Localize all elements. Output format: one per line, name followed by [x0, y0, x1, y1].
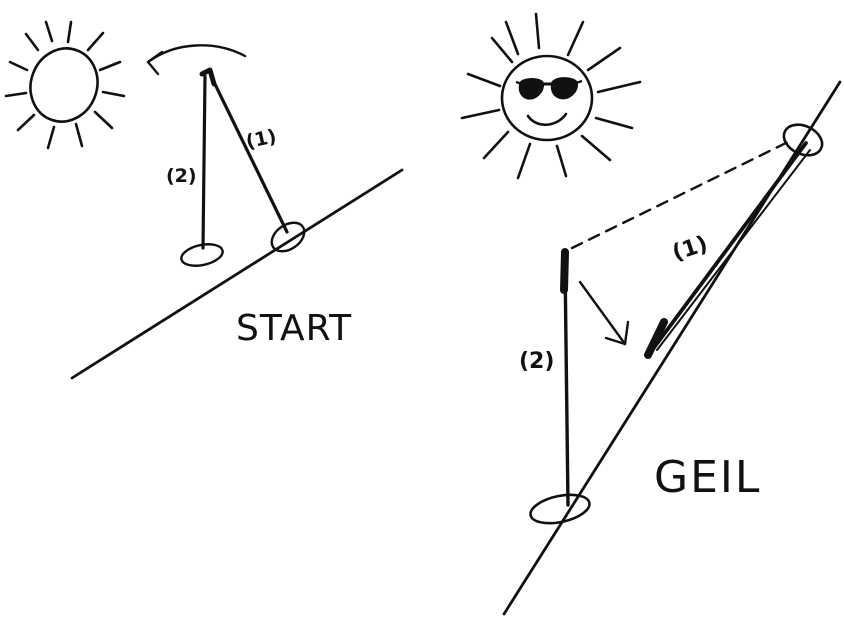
geil-slope-line [502, 80, 842, 616]
start-slope-line [70, 168, 404, 380]
start-foot-1 [270, 221, 306, 253]
start-caption: START [236, 308, 352, 349]
start-rod-1 [210, 76, 289, 234]
geil-rod-2-label: (2) [519, 349, 554, 374]
start-panel: (1) (2) START [4, 20, 404, 380]
start-rod-2-label: (2) [166, 165, 197, 187]
geil-panel: (1) (2) GEIL [460, 12, 842, 616]
geil-foot-2 [529, 493, 591, 525]
start-rod-2 [201, 74, 207, 250]
start-foot-2 [180, 243, 224, 267]
sun-with-sunglasses-icon [460, 12, 642, 180]
rotation-arrow [146, 44, 247, 76]
sunglasses [515, 77, 583, 100]
geil-rod-2 [563, 260, 570, 507]
geil-foot-1 [782, 123, 824, 157]
geil-rod-1-grip [644, 318, 668, 359]
geil-rod-1-label: (1) [669, 232, 710, 267]
geil-dashed-line [570, 140, 790, 250]
motion-arrow [578, 280, 630, 346]
start-rod-1-label: (1) [244, 125, 278, 153]
geil-rod-1 [648, 141, 808, 355]
plain-sun-icon [4, 20, 126, 150]
geil-caption: GEIL [654, 452, 761, 503]
geil-rod-2-grip [560, 248, 569, 294]
geil-rod-1-outline [656, 149, 811, 351]
